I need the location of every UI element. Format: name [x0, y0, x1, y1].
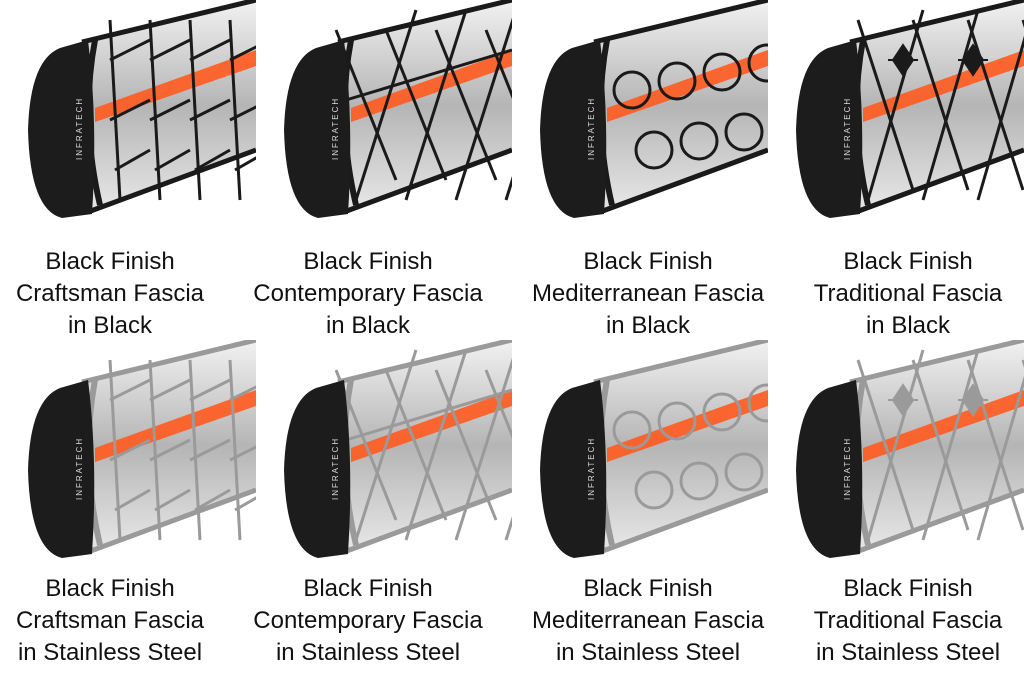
brand-mark: INFRATECH [587, 437, 596, 500]
caption-fascia: Mediterranean Fascia [531, 607, 765, 634]
product-card[interactable]: INFRATECH [256, 0, 512, 220]
caption-material: in Stainless Steel [815, 639, 1001, 666]
heater-body [850, 0, 1024, 212]
caption-material: in Black [865, 312, 951, 339]
caption-material: in Black [67, 312, 153, 339]
end-cap [540, 40, 607, 218]
fascia-pattern [593, 340, 768, 555]
product-card[interactable]: INFRATECH [512, 0, 768, 220]
caption-material: in Stainless Steel [275, 639, 461, 666]
end-cap [284, 40, 351, 218]
end-cap [28, 380, 95, 558]
caption-finish: Black Finish [583, 575, 713, 602]
caption-fascia: Craftsman Fascia [15, 280, 205, 307]
product-card[interactable]: INFRATECH [256, 340, 512, 560]
heating-element [95, 50, 256, 122]
heating-element [351, 50, 512, 122]
heater-image: INFRATECH [796, 340, 1024, 558]
caption-finish: Black Finish [45, 248, 175, 275]
product-card[interactable]: INFRATECH [0, 340, 256, 560]
heater-image: INFRATECH [28, 0, 256, 218]
caption-fascia: Traditional Fascia [813, 607, 1003, 634]
caption-material: in Stainless Steel [17, 639, 203, 666]
brand-mark: INFRATECH [331, 97, 340, 160]
end-cap [796, 380, 863, 558]
caption-finish: Black Finish [303, 248, 433, 275]
brand-mark: INFRATECH [843, 437, 852, 500]
heating-element [607, 390, 768, 462]
caption-fascia: Traditional Fascia [813, 280, 1003, 307]
heater-image: INFRATECH [540, 0, 768, 218]
heater-image: INFRATECH [284, 0, 512, 218]
product-card[interactable]: INFRATECH [512, 340, 768, 560]
product-card[interactable]: INFRATECH [768, 0, 1024, 220]
caption-fascia: Craftsman Fascia [15, 607, 205, 634]
caption-material: in Stainless Steel [555, 639, 741, 666]
caption-finish: Black Finish [843, 575, 973, 602]
product-card[interactable]: INFRATECH [0, 0, 256, 220]
heating-element [351, 390, 512, 462]
caption-finish: Black Finish [583, 248, 713, 275]
heater-image: INFRATECH [540, 340, 768, 558]
heater-image: INFRATECH [284, 340, 512, 558]
heating-element [607, 50, 768, 122]
caption-finish: Black Finish [303, 575, 433, 602]
heater-body [850, 340, 1024, 552]
end-cap [284, 380, 351, 558]
caption-fascia: Mediterranean Fascia [531, 280, 765, 307]
caption-material: in Black [325, 312, 411, 339]
end-cap [28, 40, 95, 218]
caption-finish: Black Finish [45, 575, 175, 602]
caption-finish: Black Finish [843, 248, 973, 275]
brand-mark: INFRATECH [75, 97, 84, 160]
brand-mark: INFRATECH [843, 97, 852, 160]
fascia-pattern [334, 0, 512, 215]
heater-image: INFRATECH [796, 0, 1024, 218]
heating-element [95, 390, 256, 462]
caption-fascia: Contemporary Fascia [253, 607, 483, 634]
end-cap [796, 40, 863, 218]
product-card[interactable]: INFRATECH [768, 340, 1024, 560]
end-cap [540, 380, 607, 558]
fascia-pattern [81, 340, 256, 555]
brand-mark: INFRATECH [75, 437, 84, 500]
caption-fascia: Contemporary Fascia [253, 280, 483, 307]
brand-mark: INFRATECH [587, 97, 596, 160]
heater-image: INFRATECH [28, 340, 256, 558]
caption-material: in Black [605, 312, 691, 339]
brand-mark: INFRATECH [331, 437, 340, 500]
